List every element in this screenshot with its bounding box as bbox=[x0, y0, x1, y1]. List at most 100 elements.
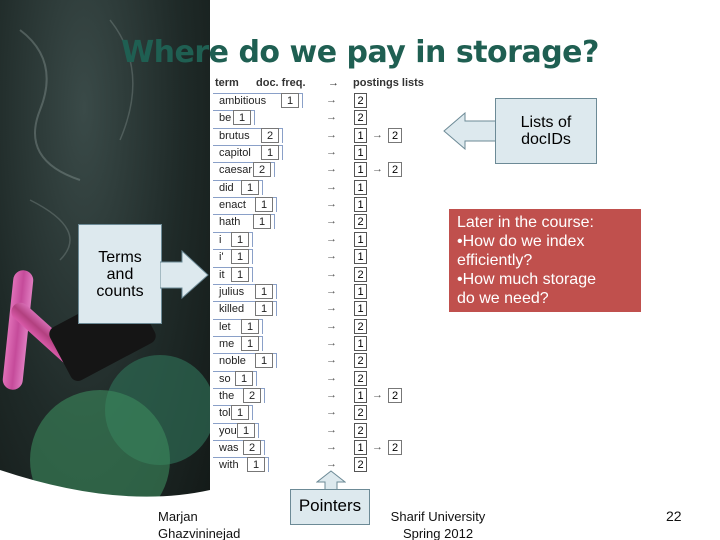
pointer-arrow-icon: → bbox=[326, 146, 337, 158]
pointer-arrow-icon: → bbox=[326, 198, 337, 210]
doc-freq-cell: 1 bbox=[235, 371, 253, 386]
pointer-arrow-icon: → bbox=[326, 285, 337, 297]
right-arrow-icon bbox=[160, 250, 209, 300]
pointer-arrow-icon: → bbox=[326, 250, 337, 262]
pointer-arrow-icon: → bbox=[326, 458, 337, 470]
term-label: me bbox=[219, 338, 235, 350]
header-term: term bbox=[215, 77, 239, 89]
later-line-2: •How do we index bbox=[457, 233, 585, 250]
posting-cell: 2 bbox=[354, 93, 367, 108]
board-bottom-curve bbox=[0, 470, 210, 540]
posting-cell: 2 bbox=[354, 371, 367, 386]
term-label: ambitious bbox=[219, 95, 267, 107]
docid-cell: 2 bbox=[388, 388, 402, 403]
pointer-arrow-icon: → bbox=[326, 129, 337, 141]
term-label: the bbox=[219, 390, 235, 402]
next-pointer-arrow-icon: → bbox=[372, 389, 383, 401]
doc-freq-cell: 2 bbox=[261, 128, 279, 143]
term-label: did bbox=[219, 182, 234, 194]
header-postings-lists: postings lists bbox=[353, 77, 424, 89]
doc-freq-cell: 1 bbox=[247, 457, 265, 472]
term-label: you bbox=[219, 425, 237, 437]
posting-cell: 1 bbox=[354, 440, 367, 455]
doc-freq-cell: 1 bbox=[281, 93, 299, 108]
doc-freq-cell: 2 bbox=[243, 440, 261, 455]
posting-cell: 1 bbox=[354, 249, 367, 264]
university-name: Sharif University bbox=[390, 509, 486, 524]
doc-freq-cell: 1 bbox=[255, 353, 273, 368]
pointer-arrow-icon: → bbox=[326, 320, 337, 332]
docid-cell: 2 bbox=[388, 162, 402, 177]
pointer-arrow-icon: → bbox=[326, 233, 337, 245]
doc-freq-cell: 2 bbox=[243, 388, 261, 403]
term-label: was bbox=[219, 442, 239, 454]
footer-author: Marjan Ghazvininejad bbox=[158, 508, 240, 540]
doc-freq-cell: 1 bbox=[231, 232, 249, 247]
term-label: be bbox=[219, 112, 232, 124]
term-label: i bbox=[219, 234, 222, 246]
later-line-3: efficiently? bbox=[457, 252, 533, 269]
posting-cell: 2 bbox=[354, 353, 367, 368]
page-number: 22 bbox=[666, 508, 682, 524]
posting-cell: 2 bbox=[354, 267, 367, 282]
posting-cell: 2 bbox=[354, 405, 367, 420]
doc-freq-cell: 1 bbox=[233, 110, 251, 125]
posting-cell: 1 bbox=[354, 336, 367, 351]
footer-university: Sharif University Spring 2012 bbox=[386, 508, 490, 540]
term-cell: ambitious bbox=[213, 93, 303, 108]
next-pointer-arrow-icon: → bbox=[372, 163, 383, 175]
pointer-arrow-icon: → bbox=[326, 302, 337, 314]
author-line-1: Marjan bbox=[158, 509, 198, 524]
posting-cell: 2 bbox=[354, 214, 367, 229]
term-label: i' bbox=[219, 251, 224, 263]
doc-freq-cell: 1 bbox=[241, 336, 259, 351]
later-line-1: Later in the course: bbox=[457, 214, 594, 231]
pointers-label: Pointers bbox=[298, 496, 362, 515]
pointers-callout: Pointers bbox=[290, 489, 370, 525]
pointer-arrow-icon: → bbox=[326, 372, 337, 384]
pointer-arrow-icon: → bbox=[326, 94, 337, 106]
term-label: let bbox=[219, 321, 231, 333]
posting-cell: 1 bbox=[354, 162, 367, 177]
left-arrow-icon bbox=[443, 112, 498, 150]
pointer-arrow-icon: → bbox=[326, 389, 337, 401]
doc-freq-cell: 1 bbox=[237, 423, 255, 438]
term-label: brutus bbox=[219, 130, 250, 142]
docid-cell: 2 bbox=[388, 440, 402, 455]
posting-cell: 1 bbox=[354, 180, 367, 195]
term-label: capitol bbox=[219, 147, 251, 159]
posting-cell: 2 bbox=[354, 110, 367, 125]
docid-cell: 2 bbox=[388, 128, 402, 143]
term-label: with bbox=[219, 459, 239, 471]
later-line-4: •How much storage bbox=[457, 271, 596, 288]
doc-freq-cell: 1 bbox=[231, 249, 249, 264]
term-label: caesar bbox=[219, 164, 253, 176]
term-label: it bbox=[219, 269, 225, 281]
pointer-arrow-icon: → bbox=[326, 181, 337, 193]
pointer-arrow-icon: → bbox=[326, 424, 337, 436]
doc-freq-cell: 1 bbox=[231, 267, 249, 282]
posting-cell: 2 bbox=[354, 457, 367, 472]
posting-cell: 1 bbox=[354, 197, 367, 212]
lists-of-docids-label: Lists of docIDs bbox=[520, 114, 572, 148]
pointer-arrow-icon: → bbox=[326, 215, 337, 227]
later-line-5: do we need? bbox=[457, 290, 549, 307]
doc-freq-cell: 1 bbox=[241, 180, 259, 195]
term-label: noble bbox=[219, 355, 246, 367]
doc-freq-cell: 1 bbox=[231, 405, 249, 420]
posting-cell: 2 bbox=[354, 423, 367, 438]
pointer-arrow-icon: → bbox=[326, 337, 337, 349]
pointer-arrow-icon: → bbox=[326, 406, 337, 418]
term-label: hath bbox=[219, 216, 241, 228]
doc-freq-cell: 1 bbox=[253, 214, 271, 229]
pointer-arrow-icon: → bbox=[326, 111, 337, 123]
later-in-course-callout: Later in the course: •How do we index ef… bbox=[449, 209, 641, 312]
term-label: killed bbox=[219, 303, 245, 315]
header-doc-freq: doc. freq. bbox=[256, 77, 306, 89]
header-arrow: → bbox=[328, 77, 339, 89]
term-label: so bbox=[219, 373, 231, 385]
posting-cell: 2 bbox=[354, 319, 367, 334]
posting-cell: 1 bbox=[354, 301, 367, 316]
posting-cell: 1 bbox=[354, 388, 367, 403]
